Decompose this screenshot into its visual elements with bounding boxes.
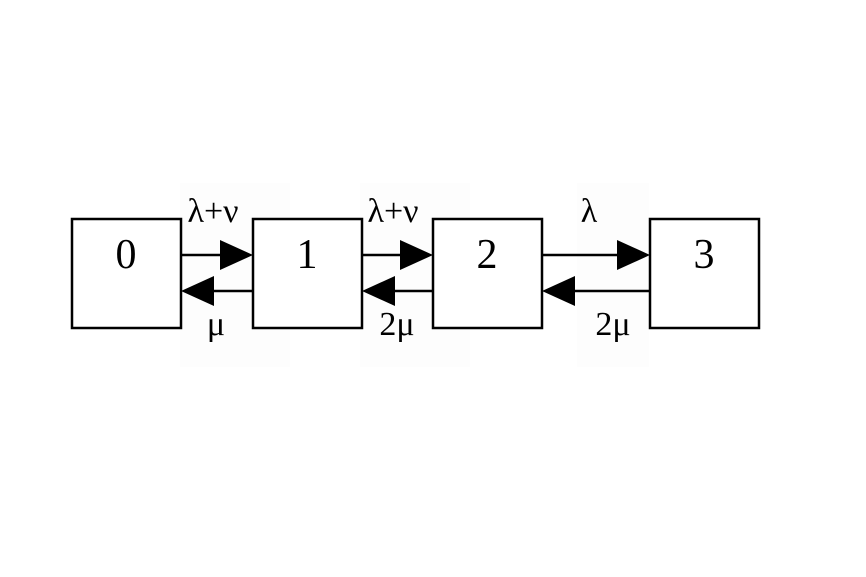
state-box-1 <box>251 217 364 330</box>
state-label-1: 1 <box>297 232 318 278</box>
rate-label-0-to-1: λ+ν <box>187 193 238 230</box>
rate-label-1-to-2: λ+ν <box>367 193 418 230</box>
transition-0-to-1: λ+ν <box>181 193 253 270</box>
arrow-head-0-to-1 <box>220 240 253 270</box>
transition-2-to-3: λ <box>542 193 650 270</box>
state-box-2 <box>431 217 544 330</box>
arrow-head-2-to-3 <box>617 240 650 270</box>
rate-label-2-to-1: 2μ <box>379 306 414 343</box>
arrow-head-2-to-1 <box>362 276 395 306</box>
state-label-0: 0 <box>116 232 137 278</box>
state-2: 2 <box>431 217 544 330</box>
state-label-3: 3 <box>694 232 715 278</box>
transition-1-to-0: μ <box>181 276 253 343</box>
transition-1-to-2: λ+ν <box>362 193 433 270</box>
state-1: 1 <box>251 217 364 330</box>
state-label-2: 2 <box>477 232 498 278</box>
arrow-head-1-to-2 <box>400 240 433 270</box>
gap-panel-2-3 <box>577 183 649 367</box>
state-box-0 <box>70 217 183 330</box>
arrow-head-3-to-2 <box>542 276 575 306</box>
transition-3-to-2: 2μ <box>542 276 650 343</box>
state-3: 3 <box>648 217 761 330</box>
transition-2-to-1: 2μ <box>362 276 433 343</box>
rate-label-1-to-0: μ <box>207 306 225 343</box>
state-box-3 <box>648 217 761 330</box>
state-0: 0 <box>70 217 183 330</box>
rate-label-2-to-3: λ <box>581 193 598 230</box>
arrow-head-1-to-0 <box>181 276 214 306</box>
rate-label-3-to-2: 2μ <box>595 306 630 343</box>
